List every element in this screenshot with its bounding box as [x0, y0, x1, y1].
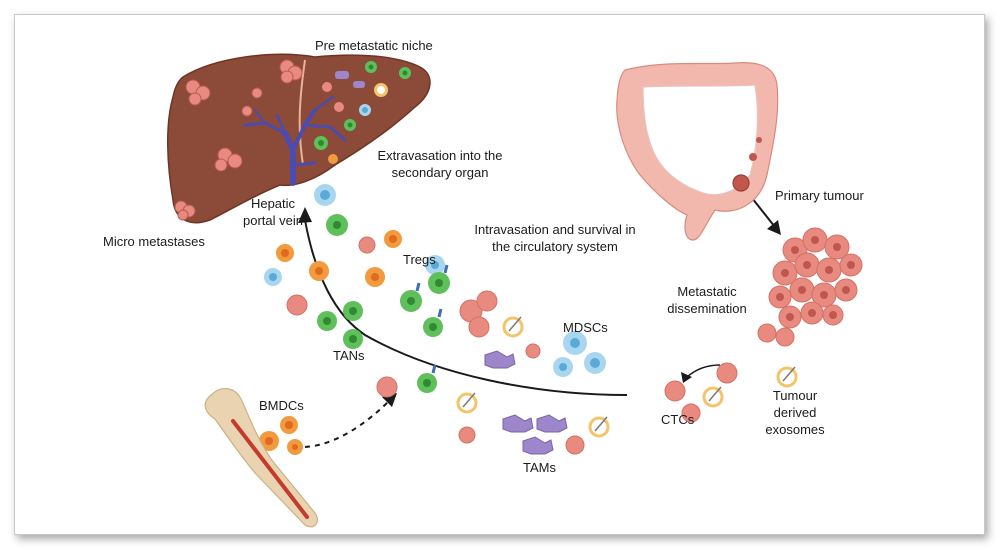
label-extravasation-line2: secondary organ: [391, 165, 489, 180]
label-hepatic-portal-vein: Hepatic portal vein: [223, 195, 323, 229]
tumour-mass-nuclei: [776, 236, 855, 321]
label-extravasation-line1: Extravasation into the: [377, 148, 503, 163]
label-ctcs: CTCs: [661, 412, 695, 427]
bmdc-dashed-arrow: [304, 399, 391, 448]
label-metastatic-line1: Metastatic: [677, 284, 737, 299]
label-micro-metastases: Micro metastases: [103, 234, 205, 249]
colon-illustration: [616, 62, 779, 241]
label-pre-metastatic-niche: Pre metastatic niche: [315, 38, 433, 53]
label-bmdcs: BMDCs: [259, 398, 304, 413]
dissemination-arrow: [686, 364, 721, 378]
label-primary-tumour: Primary tumour: [775, 188, 864, 203]
orange-cells: [259, 230, 402, 455]
label-metastatic-dissemination: Metastatic dissemination: [657, 283, 757, 317]
green-cells: [317, 214, 450, 393]
blue-cells: [264, 184, 606, 377]
metastasis-diagram: [166, 53, 863, 528]
portal-vein: [243, 95, 347, 186]
label-tregs: Tregs: [403, 252, 436, 267]
label-tams: TAMs: [523, 460, 556, 475]
label-intravasation-line2: the circulatory system: [492, 239, 618, 254]
label-tumour-line3: exosomes: [765, 422, 825, 437]
bone-illustration: [204, 388, 318, 528]
label-extravasation: Extravasation into the secondary organ: [355, 147, 525, 181]
exosome-needles: [462, 316, 796, 432]
liver-falciform: [298, 59, 306, 166]
label-mdscs: MDSCs: [563, 320, 608, 335]
dissemination-arrow-head: [681, 372, 692, 383]
niche-cells: [314, 61, 411, 164]
label-intravasation-line1: Intravasation and survival in: [474, 222, 636, 237]
label-tumour-derived-exosomes: Tumour derived exosomes: [755, 387, 835, 438]
label-tans: TANs: [333, 348, 365, 363]
liver-illustration: [166, 53, 431, 224]
circulating-tumour-cells: [286, 236, 738, 455]
tam-cells: [484, 350, 568, 455]
label-tumour-line2: derived: [773, 405, 817, 420]
label-tumour-line1: Tumour: [772, 388, 818, 403]
liver-micro-metastases: [174, 59, 303, 221]
circulation-arrow-head: [298, 207, 312, 223]
label-intravasation: Intravasation and survival in the circul…: [455, 221, 655, 255]
figure-frame: Pre metastatic niche Extravasation into …: [14, 14, 985, 535]
treg-markers: [415, 264, 449, 374]
primary-to-mass-arrow-head: [767, 220, 781, 235]
label-hepatic-line2: portal vein: [243, 213, 303, 228]
label-metastatic-line2: dissemination: [667, 301, 747, 316]
label-hepatic-line1: Hepatic: [250, 196, 296, 211]
